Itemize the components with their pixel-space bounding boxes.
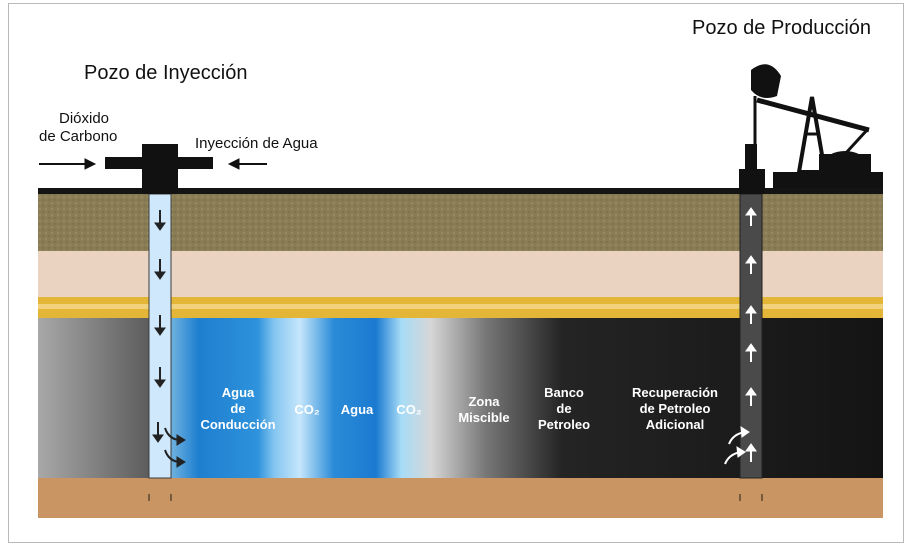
zone-label-co2-b: CO₂ xyxy=(396,402,421,418)
zone-label-water: Agua xyxy=(341,402,374,418)
zone-text: de xyxy=(230,401,246,416)
production-well-title: Pozo de Producción xyxy=(692,17,872,39)
zone-text: Agua xyxy=(221,385,255,400)
zone-text: Miscible xyxy=(458,410,510,425)
injection-wellhead-flange xyxy=(105,157,213,169)
zone-label-oil-bank: Banco de Petroleo xyxy=(538,385,590,433)
production-wellhead-stem xyxy=(745,144,757,169)
zone-label-co2-a: CO₂ xyxy=(294,402,319,418)
co2-label-line1: Dióxido xyxy=(59,110,110,127)
zone-text: Conducción xyxy=(200,417,276,432)
zone-label-additional-recovery: Recuperación de Petroleo Adicional xyxy=(632,385,718,433)
zone-label-driving-water: Agua de Conducción xyxy=(200,385,275,433)
zone-label-miscible: Zona Miscible xyxy=(458,394,509,426)
injection-well-title: Pozo de Inyección xyxy=(84,62,248,84)
zone-text: Adicional xyxy=(645,417,705,432)
zone-text: de xyxy=(556,401,572,416)
production-flow-arrows xyxy=(724,207,757,465)
co2-label-line2: de Carbono xyxy=(39,128,118,145)
input-arrows xyxy=(39,158,267,170)
ground-surface xyxy=(38,188,883,194)
water-injection-label: Inyección de Agua xyxy=(195,135,318,152)
zone-text: Zona xyxy=(468,394,500,409)
diagram-frame: Pozo de Inyección Pozo de Producción Dió… xyxy=(8,3,904,543)
zone-text: Petroleo xyxy=(537,417,591,432)
bottom-layer xyxy=(38,478,883,518)
injection-flow-arrows xyxy=(152,210,186,468)
zone-text: Recuperación xyxy=(632,385,718,400)
well-depth-ticks xyxy=(148,494,763,501)
zone-text: CO₂ xyxy=(294,402,320,417)
yellow-seam-highlight xyxy=(38,304,883,309)
zone-text: de Petroleo xyxy=(639,401,711,416)
zone-text: CO₂ xyxy=(396,402,422,417)
zone-text: Banco xyxy=(544,385,584,400)
production-wellhead xyxy=(739,169,765,194)
pump-jack-icon xyxy=(751,64,883,188)
reservoir-diagram xyxy=(38,64,883,518)
zone-text: Agua xyxy=(340,402,374,417)
